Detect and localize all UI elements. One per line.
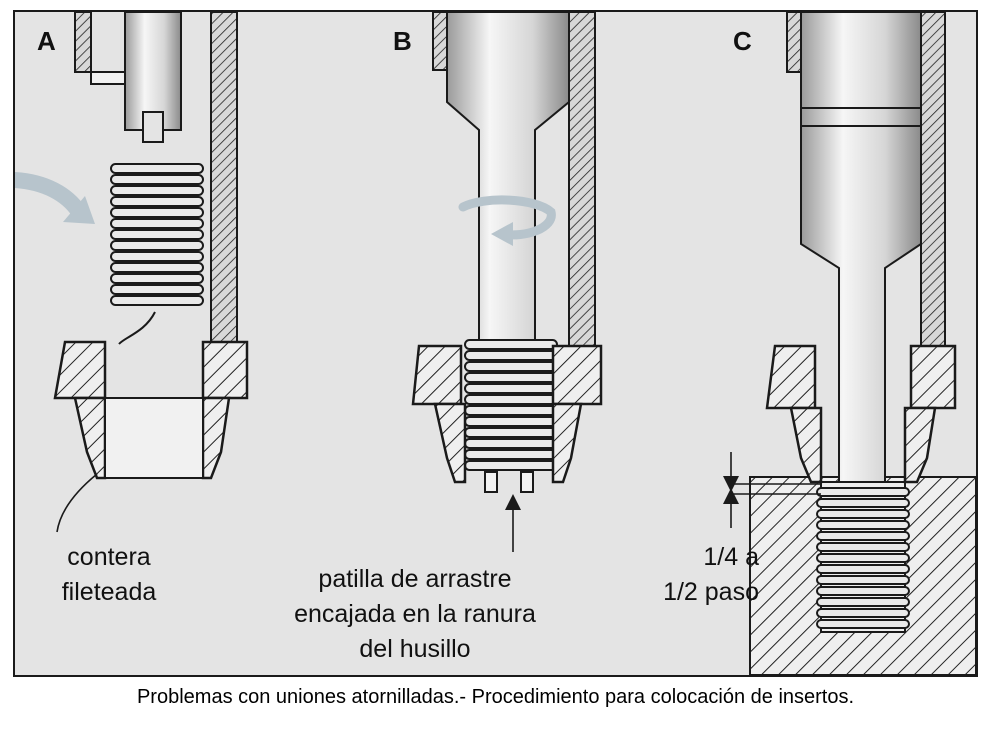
coil-turn (110, 273, 204, 284)
panel-b-rotation-arrow (458, 195, 556, 240)
panel-a-label-line1: contera (67, 543, 151, 571)
panel-a-letter: A (37, 26, 56, 56)
coil-turn (110, 174, 204, 185)
panel-c-drawing (723, 12, 976, 675)
coil-turn (110, 251, 204, 262)
panel-a-label-line2: fileteada (61, 578, 157, 606)
panel-a-sleeve-right (210, 12, 238, 355)
coil-turn (110, 218, 204, 229)
coil-turn (464, 361, 558, 372)
coil-turn (464, 449, 558, 460)
coil-turn (110, 185, 204, 196)
coil-turn (816, 597, 910, 607)
coil-turn (464, 460, 558, 471)
coil-turn (816, 542, 910, 552)
coil-turn (464, 394, 558, 405)
coil-turn (816, 509, 910, 519)
panel-b-label: patilla de arrastre encajada en la ranur… (265, 562, 565, 667)
coil-turn (464, 405, 558, 416)
coil-turn (816, 575, 910, 585)
coil-turn (110, 295, 204, 306)
coil-turn (816, 564, 910, 574)
panel-b-drawing (411, 12, 603, 552)
panel-a-sleeve-left (74, 12, 92, 73)
panel-b-coil-insert (464, 339, 558, 471)
panel-b-label-line3: del husillo (359, 635, 471, 663)
panel-c-installed-coil (816, 487, 910, 629)
coil-turn (110, 196, 204, 207)
coil-turn (816, 520, 910, 530)
panel-a-label: contera fileteada (29, 540, 189, 610)
coil-turn (816, 586, 910, 596)
panel-a-mandrel (124, 12, 182, 131)
coil-turn (816, 487, 910, 497)
coil-turn (464, 372, 558, 383)
panel-b-label-line2: encajada en la ranura (294, 600, 536, 628)
coil-turn (110, 284, 204, 295)
panel-c-label-line2: 1/2 paso (663, 578, 759, 606)
coil-turn (464, 339, 558, 350)
coil-turn (464, 350, 558, 361)
diagram-frame: A B C contera fileteada patilla de arras… (13, 10, 978, 677)
coil-turn (464, 438, 558, 449)
panel-b-label-line1: patilla de arrastre (318, 565, 512, 593)
coil-turn (816, 608, 910, 618)
coil-turn (464, 416, 558, 427)
panel-a-rotation-arrow (15, 172, 87, 220)
coil-turn (110, 163, 204, 174)
coil-turn (816, 531, 910, 541)
panel-c-label: 1/4 a 1/2 paso (619, 540, 759, 610)
panel-a-coil-insert (110, 163, 204, 306)
coil-turn (110, 207, 204, 218)
coil-turn (110, 262, 204, 273)
panel-c-letter: C (733, 26, 752, 56)
panel-c-label-line1: 1/4 a (703, 543, 759, 571)
panel-a-drawing (15, 12, 249, 533)
coil-turn (464, 427, 558, 438)
panel-b-letter: B (393, 26, 412, 56)
coil-turn (110, 240, 204, 251)
coil-turn (816, 498, 910, 508)
figure-caption: Problemas con uniones atornilladas.- Pro… (136, 686, 855, 708)
coil-turn (816, 619, 910, 629)
coil-turn (464, 383, 558, 394)
panel-b-mandrel (446, 12, 570, 343)
diagram-svg (15, 12, 976, 675)
coil-turn (816, 553, 910, 563)
coil-turn (110, 229, 204, 240)
